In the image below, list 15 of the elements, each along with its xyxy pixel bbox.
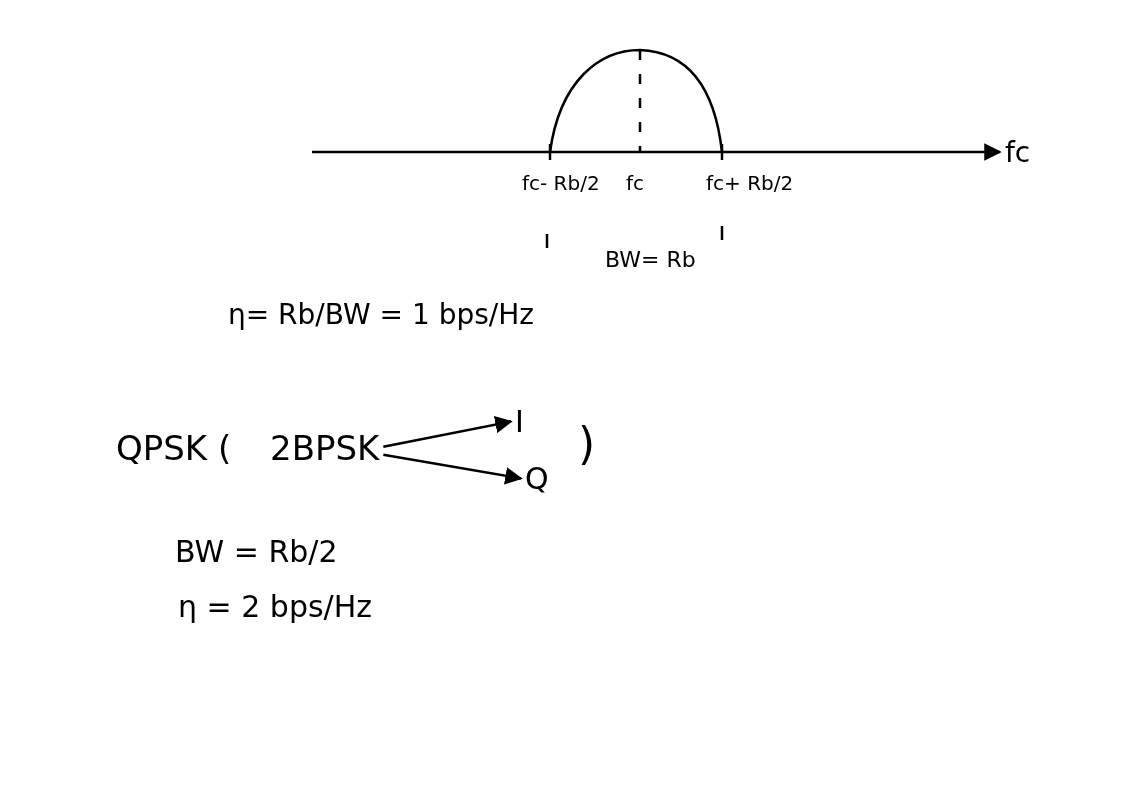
channel-label: I (515, 405, 524, 438)
arrow (383, 415, 513, 448)
arrow (383, 453, 523, 485)
bandwidth-formula: BW = Rb/2 (175, 535, 338, 568)
modulation-label: QPSK ( (116, 430, 232, 468)
signal-label: 2BPSK (270, 430, 380, 468)
channel-label: Q (525, 462, 549, 495)
tick-label: fc+ Rb/2 (706, 172, 794, 194)
efficiency-formula: η= Rb/BW = 1 bps/Hz (228, 300, 534, 331)
axis-label: fc (1005, 138, 1031, 169)
tick-label: fc (626, 172, 645, 194)
bandwidth-label: BW= Rb (605, 248, 696, 273)
closing-parenthesis: ) (578, 420, 596, 469)
efficiency-formula: η = 2 bps/Hz (178, 590, 372, 623)
tick-label: fc- Rb/2 (522, 172, 600, 194)
